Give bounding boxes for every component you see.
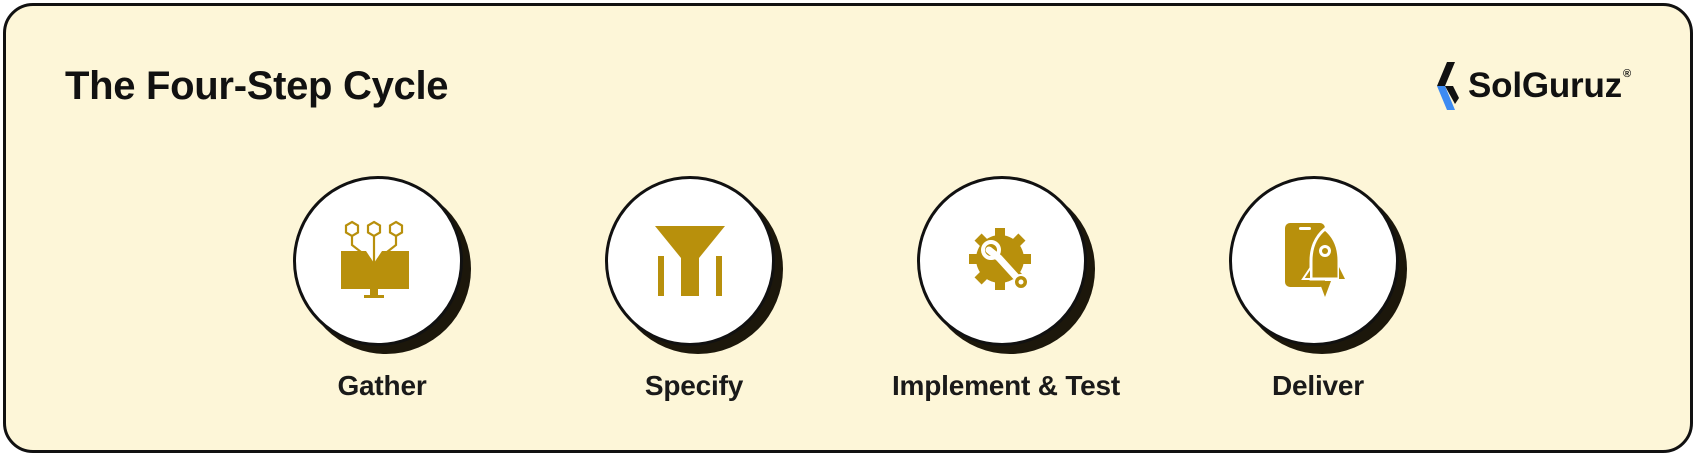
phone-rocket-icon — [1285, 223, 1345, 297]
step-circle — [917, 176, 1095, 354]
funnel-icon — [655, 226, 725, 296]
logo-text: SolGuruz — [1468, 66, 1622, 105]
step-label: Implement & Test — [891, 370, 1121, 401]
gear-wrench-icon — [969, 228, 1031, 290]
step-specify: Specify — [564, 176, 824, 402]
step-gather: Gather — [252, 176, 512, 402]
logo-registered-mark: ® — [1622, 68, 1632, 80]
step-circle — [1229, 176, 1407, 354]
step-deliver: Deliver — [1188, 176, 1448, 402]
step-label: Specify — [644, 370, 744, 401]
solguruz-logo: SolGuruz ® — [1431, 58, 1631, 114]
step-circle — [605, 176, 783, 354]
cycle-card: The Four-Step Cycle SolGuruz ® — [3, 3, 1693, 453]
page-title: The Four-Step Cycle — [65, 64, 449, 108]
step-label: Gather — [337, 370, 427, 401]
step-label: Deliver — [1272, 370, 1364, 401]
solguruz-logo-icon — [1437, 62, 1459, 110]
step-circle — [293, 176, 471, 354]
step-implement-test: Implement & Test — [876, 176, 1136, 402]
monitor-data-icon — [341, 220, 409, 298]
